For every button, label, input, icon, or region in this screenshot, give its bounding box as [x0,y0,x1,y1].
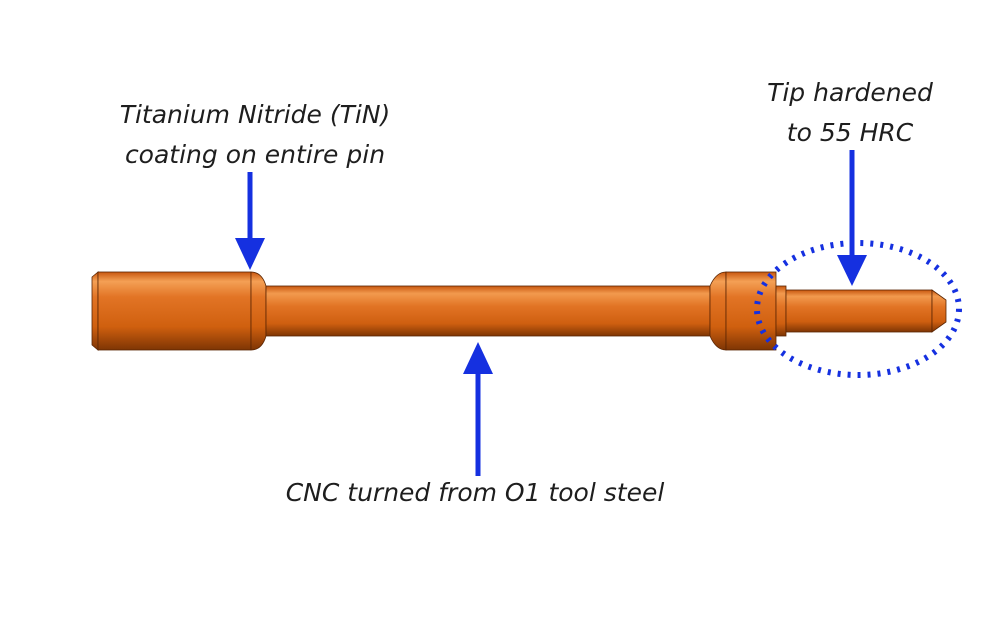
tip-highlight-ellipse [754,240,962,378]
material-annotation: CNC turned from O1 tool steel [260,473,690,513]
pin-shaft [265,285,711,337]
coating-annotation-line2: coating on entire pin [124,140,386,169]
pin-fillet-left [250,271,267,351]
pin-tip [785,289,933,333]
pin-step [775,285,787,337]
tip-annotation: Tip hardened to 55 HRC [740,73,960,153]
material-annotation-line1: CNC turned from O1 tool steel [285,478,665,507]
down-arrow-icon [837,150,867,286]
coating-annotation: Titanium Nitride (TiN) coating on entire… [100,95,410,175]
tip-annotation-line2: to 55 HRC [786,118,914,147]
coating-annotation-line1: Titanium Nitride (TiN) [119,100,391,129]
pin-head [97,271,252,351]
pin [91,271,947,351]
pin-tip-chamfer [931,289,947,333]
pin-fillet-right [709,271,727,351]
up-arrow-icon [463,342,493,476]
pin-head-chamfer [91,271,99,351]
down-arrow-icon [235,172,265,270]
tip-annotation-line1: Tip hardened [767,78,933,107]
